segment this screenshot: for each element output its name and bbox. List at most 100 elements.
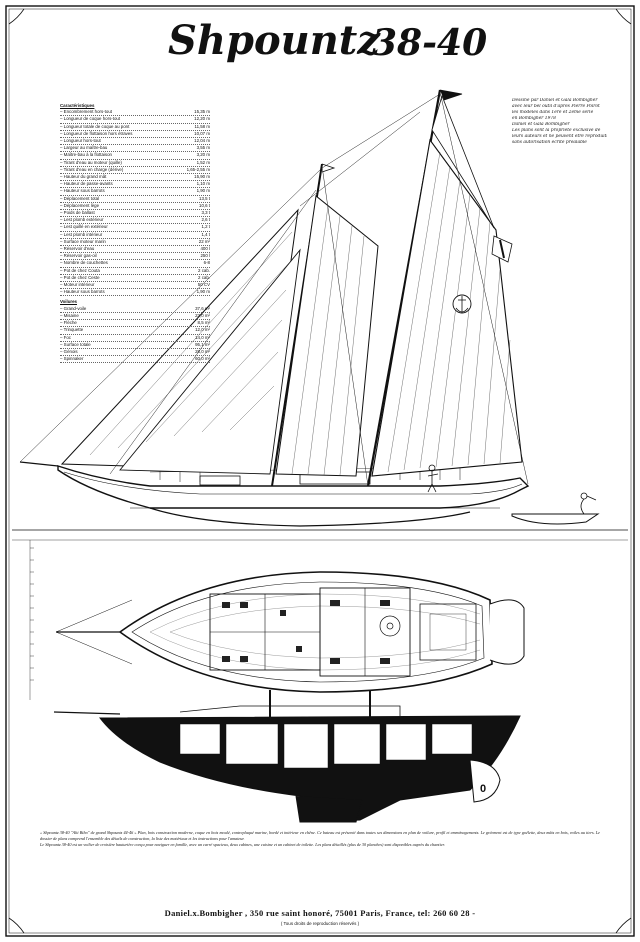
spec-row: – Tirant d'eau au moteur (quille)1,52 m xyxy=(60,160,210,167)
credit-line: avec leur bel outil d'après Pierre Poiro… xyxy=(512,104,600,109)
spec-row: – Poids de ballast 3,3 t xyxy=(60,210,210,218)
spec-label: – Pot de chez Ceste xyxy=(60,274,100,280)
spec-label: – Longueur de flottaison hors étraves xyxy=(60,130,133,136)
spec-value: 22 m² xyxy=(198,238,210,244)
spec-label: – Lest quillé en extérieur xyxy=(60,224,108,230)
sail-row: – Trinquette 12,0 m² xyxy=(60,327,210,335)
sail-plan xyxy=(19,89,600,527)
sail-label: – Génois xyxy=(60,348,78,354)
spec-label: – Longueur totale de coque au pont xyxy=(60,123,130,129)
footer-copyright: ( Tous droits de reproduction réservés ) xyxy=(280,921,360,926)
spec-value: 250 l xyxy=(200,253,210,259)
spec-value: 2 cab. xyxy=(198,274,210,280)
spec-value: 15,35 m xyxy=(194,109,210,115)
sail-value: 23,0 m² xyxy=(195,312,210,318)
credit-line: en Bombigher 1978 xyxy=(512,116,556,121)
profile-section: 0 xyxy=(53,690,521,823)
sail-row: – Génois 28,0 m² xyxy=(60,348,210,357)
deck-plan xyxy=(55,571,525,693)
credit-line: Les plans sont la propriété exclusive de xyxy=(512,128,601,133)
spec-value: 12,04 m xyxy=(194,138,210,144)
spec-label: – Surface moteur marin xyxy=(60,238,106,244)
credit-line: leurs auteurs et ne peuvent être reprodu… xyxy=(512,134,607,139)
spec-value: 12,20 m xyxy=(194,116,210,122)
spec-label: – Nombre de couchettes xyxy=(60,260,108,266)
specifications-table: Caractéristiques – Encombrement hors-tou… xyxy=(60,100,210,364)
spec-label: – Déplacement lège xyxy=(60,202,100,208)
footer-address: Daniel.x.Bombigher , 350 rue saint honor… xyxy=(164,908,476,918)
spec-label: – Longueur hors-tout xyxy=(60,138,101,144)
sail-row: – Grand-voile 37,6 m² xyxy=(60,306,210,313)
credit-line: Dessiné par Daniel et Gala Bombigher xyxy=(512,98,598,103)
scale-bar xyxy=(12,529,628,700)
spec-label: – Tirant d'eau en charge (dérive) xyxy=(60,166,124,172)
sail-row: – Flèche 8,5 m² xyxy=(60,320,210,328)
sail-label: – Spinnaker xyxy=(60,356,84,362)
spec-row: – Lest quillé en extérieur 1,2 t xyxy=(60,224,210,232)
sail-label: – Trinquette xyxy=(60,327,84,333)
spec-label: – Pot de chez Couta xyxy=(60,267,100,273)
description-notes: « Shpountz 38-40 "Alti Bibo" de grand Sh… xyxy=(40,830,600,849)
credit-line: les modèles dans 1ère et 2ème série xyxy=(512,110,594,115)
spec-label: – Hauteur de passe-avants xyxy=(60,181,113,187)
spec-row: – Longueur hors-tout 12,04 m xyxy=(60,138,210,146)
spec-value: 1,2 t xyxy=(201,224,210,230)
spec-row: – Moteur intérieur 50 CV xyxy=(60,282,210,290)
corner-ornaments xyxy=(8,8,632,934)
spec-value: 11,58 m xyxy=(194,123,210,129)
description-paragraph: Le Shpountz 38-40 est un voilier de croi… xyxy=(40,842,445,848)
boat-model: 38-40 xyxy=(372,22,488,64)
spec-row: – Nombre de couchettes 6-8 xyxy=(60,260,210,268)
sail-value: 14,0 m² xyxy=(195,334,210,340)
spec-label: – Poids de ballast xyxy=(60,210,95,216)
sheet-inner-border xyxy=(8,8,632,934)
spec-value: 1,65-2,55 m xyxy=(186,166,210,172)
spec-value: 1,90 m xyxy=(196,188,210,194)
sheet-border xyxy=(5,5,635,937)
spec-label: – Hauteur sous barrots xyxy=(60,289,105,295)
sail-value: 95,1 m² xyxy=(195,341,210,347)
sail-row: – Spinnaker 60,0 m² xyxy=(60,356,210,364)
sail-label: – Misaine xyxy=(60,312,79,318)
sail-row: – Misaine 23,0 m² xyxy=(60,312,210,321)
boat-name: Shpountz xyxy=(168,17,380,64)
spec-row: – Surface moteur marin 22 m² xyxy=(60,238,210,247)
sail-value: 37,6 m² xyxy=(195,305,210,311)
sail-row: – Surface totale 95,1 m² xyxy=(60,342,210,349)
sail-value: 8,5 m² xyxy=(197,320,210,326)
spec-value: 3,55 m xyxy=(196,145,210,151)
spec-label: – Maître-bau à la flottaison xyxy=(60,152,112,158)
spec-value: 13,5 t xyxy=(199,195,210,201)
spec-label: – Moteur intérieur xyxy=(60,282,95,288)
sail-value: 28,0 m² xyxy=(195,348,210,354)
sail-label: – Flèche xyxy=(60,320,77,326)
credit-line: Daniel et Gala Bombigher xyxy=(512,122,570,127)
spec-row: – Longueur totale de coque au pont 11,58 … xyxy=(60,124,210,131)
spec-value: 3,3 t xyxy=(201,210,210,216)
sail-value: 12,0 m² xyxy=(195,327,210,333)
description-paragraph: « Shpountz 38-40 "Alti Bibo" de grand Sh… xyxy=(40,830,600,841)
spec-value: 2,6 t xyxy=(201,217,210,223)
sail-label: – Surface totale xyxy=(60,341,91,347)
credit-line: sans autorisation écrite préalable xyxy=(512,140,587,145)
spec-value: 50 CV xyxy=(197,282,210,288)
spec-value: 6-8 xyxy=(203,260,210,266)
sail-label: – Grand-voile xyxy=(60,305,87,311)
sail-value: 60,0 m² xyxy=(195,356,210,362)
